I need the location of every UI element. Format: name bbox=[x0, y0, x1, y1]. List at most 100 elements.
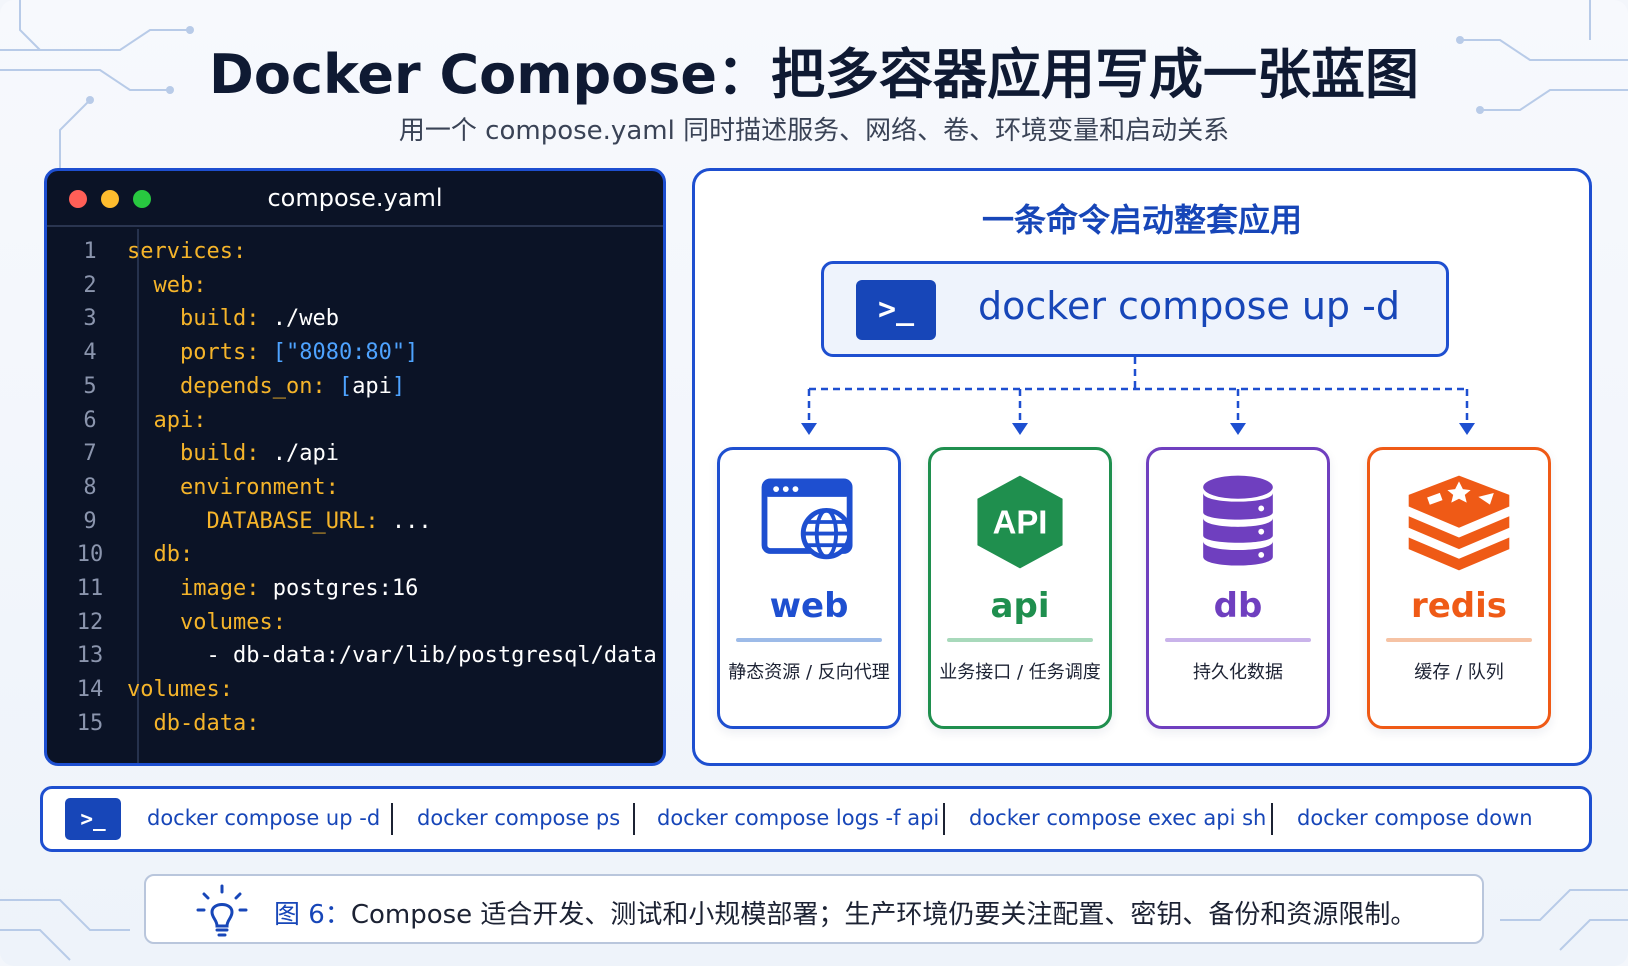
figure-caption: 图 6：Compose 适合开发、测试和小规模部署；生产环境仍要关注配置、密钥、… bbox=[144, 874, 1484, 944]
line-number: 10 bbox=[76, 542, 104, 568]
yaml-value: ./api bbox=[259, 441, 339, 467]
code-text: build: ./api bbox=[127, 437, 339, 471]
service-card-web: web 静态资源 / 反向代理 bbox=[717, 447, 901, 729]
code-line: 5 depends_on: [api] bbox=[47, 370, 663, 404]
yaml-key: build: bbox=[179, 306, 260, 332]
code-text: services: bbox=[127, 235, 246, 269]
window-minimize-dot[interactable] bbox=[101, 190, 119, 208]
command-separator bbox=[943, 803, 945, 835]
main-command-box: >_ docker compose up -d bbox=[821, 261, 1449, 357]
code-text: volumes: bbox=[127, 673, 233, 707]
yaml-value bbox=[127, 610, 180, 635]
command-separator bbox=[1271, 803, 1273, 835]
caption-body: Compose 适合开发、测试和小规模部署；生产环境仍要关注配置、密钥、备份和资… bbox=[350, 900, 1417, 930]
code-text: web: bbox=[127, 269, 207, 303]
yaml-value: - db-data:/var/lib/postgresql/data bbox=[127, 643, 657, 669]
service-name: db bbox=[1213, 586, 1263, 626]
yaml-key: db-data: bbox=[153, 710, 260, 736]
yaml-key: db: bbox=[153, 542, 194, 568]
service-name: api bbox=[990, 586, 1050, 626]
code-line: 8 environment: bbox=[47, 471, 663, 505]
command-separator bbox=[391, 803, 393, 835]
line-number: 9 bbox=[83, 508, 97, 534]
yaml-key: volumes: bbox=[179, 609, 286, 635]
line-number: 6 bbox=[83, 407, 97, 433]
code-text: image: postgres:16 bbox=[127, 572, 418, 606]
connector-arrows bbox=[801, 357, 1475, 435]
code-text: volumes: bbox=[127, 606, 286, 640]
redis-stack-icon bbox=[1408, 475, 1510, 571]
service-card-redis: redis 缓存 / 队列 bbox=[1367, 447, 1551, 729]
service-description: 静态资源 / 反向代理 bbox=[728, 662, 890, 683]
service-name: redis bbox=[1410, 586, 1508, 626]
code-line: 6 api: bbox=[47, 404, 663, 438]
window-close-dot[interactable] bbox=[69, 190, 87, 208]
line-number: 8 bbox=[83, 474, 97, 500]
yaml-key: web: bbox=[153, 272, 207, 298]
line-number: 1 bbox=[83, 239, 97, 264]
circuit-decoration-bottom-right bbox=[1500, 889, 1628, 951]
database-icon bbox=[1203, 475, 1273, 566]
yaml-value: ... bbox=[378, 508, 432, 534]
yaml-key: volumes: bbox=[127, 677, 233, 703]
line-number: 7 bbox=[83, 441, 97, 467]
code-line: 4 ports: ["8080:80"] bbox=[47, 336, 663, 370]
command-separator bbox=[633, 803, 635, 835]
yaml-value: postgres:16 bbox=[259, 576, 419, 601]
command-exec[interactable]: docker compose exec api sh bbox=[969, 806, 1267, 830]
circuit-decoration-right bbox=[1456, 0, 1628, 114]
line-number: 4 bbox=[83, 340, 97, 366]
line-number: 12 bbox=[76, 609, 104, 635]
main-command-text: docker compose up -d bbox=[978, 284, 1400, 328]
yaml-key: environment: bbox=[179, 474, 339, 500]
code-line: 10 db: bbox=[47, 538, 663, 572]
code-line: 13 - db-data:/var/lib/postgresql/data bbox=[47, 639, 663, 673]
yaml-value bbox=[127, 576, 180, 601]
yaml-value bbox=[127, 441, 180, 466]
code-line: 1 services: bbox=[47, 235, 663, 269]
yaml-value bbox=[127, 340, 180, 365]
line-number: 15 bbox=[76, 710, 104, 736]
yaml-value bbox=[127, 408, 154, 433]
code-text: build: ./web bbox=[127, 302, 339, 336]
service-divider bbox=[1165, 638, 1311, 642]
browser-globe-icon bbox=[761, 478, 853, 560]
caption-text: 图 6：Compose 适合开发、测试和小规模部署；生产环境仍要关注配置、密钥、… bbox=[274, 894, 1416, 931]
command-up[interactable]: docker compose up -d bbox=[147, 806, 381, 830]
service-divider bbox=[947, 638, 1093, 642]
code-text: db-data: bbox=[127, 707, 260, 741]
yaml-value bbox=[127, 273, 154, 298]
diagram-heading: 一条命令启动整套应用 bbox=[981, 201, 1302, 239]
command-logs[interactable]: docker compose logs -f api bbox=[657, 806, 940, 830]
code-text: api: bbox=[127, 404, 207, 438]
yaml-string: ] bbox=[391, 373, 406, 399]
api-hexagon-icon: API bbox=[977, 475, 1063, 569]
service-description: 持久化数据 bbox=[1193, 662, 1283, 683]
code-editor-titlebar: compose.yaml bbox=[47, 171, 663, 227]
yaml-value bbox=[127, 374, 180, 399]
yaml-key: image: bbox=[179, 576, 260, 601]
command-down[interactable]: docker compose down bbox=[1297, 806, 1533, 830]
service-divider bbox=[736, 638, 882, 642]
caption-label: 图 6： bbox=[274, 900, 351, 930]
page-subtitle: 用一个 compose.yaml 同时描述服务、网络、卷、环境变量和启动关系 bbox=[398, 116, 1230, 146]
code-text: ports: ["8080:80"] bbox=[127, 336, 418, 370]
yaml-key: depends_on: bbox=[179, 373, 326, 399]
yaml-value bbox=[127, 475, 180, 500]
code-text: DATABASE_URL: ... bbox=[127, 505, 432, 539]
window-maximize-dot[interactable] bbox=[133, 190, 151, 208]
service-description: 缓存 / 队列 bbox=[1414, 662, 1504, 683]
api-icon-text: API bbox=[993, 504, 1048, 541]
yaml-key: api: bbox=[153, 407, 207, 433]
lightbulb-icon bbox=[196, 884, 248, 937]
terminal-icon: >_ bbox=[65, 798, 121, 840]
yaml-string: [ bbox=[325, 373, 353, 399]
line-number: 13 bbox=[76, 643, 104, 669]
code-line: 2 web: bbox=[47, 269, 663, 303]
command-ps[interactable]: docker compose ps bbox=[417, 806, 621, 830]
yaml-value bbox=[127, 306, 180, 331]
diagram-panel: 一条命令启动整套应用 >_ docker compose up -d bbox=[692, 168, 1592, 766]
